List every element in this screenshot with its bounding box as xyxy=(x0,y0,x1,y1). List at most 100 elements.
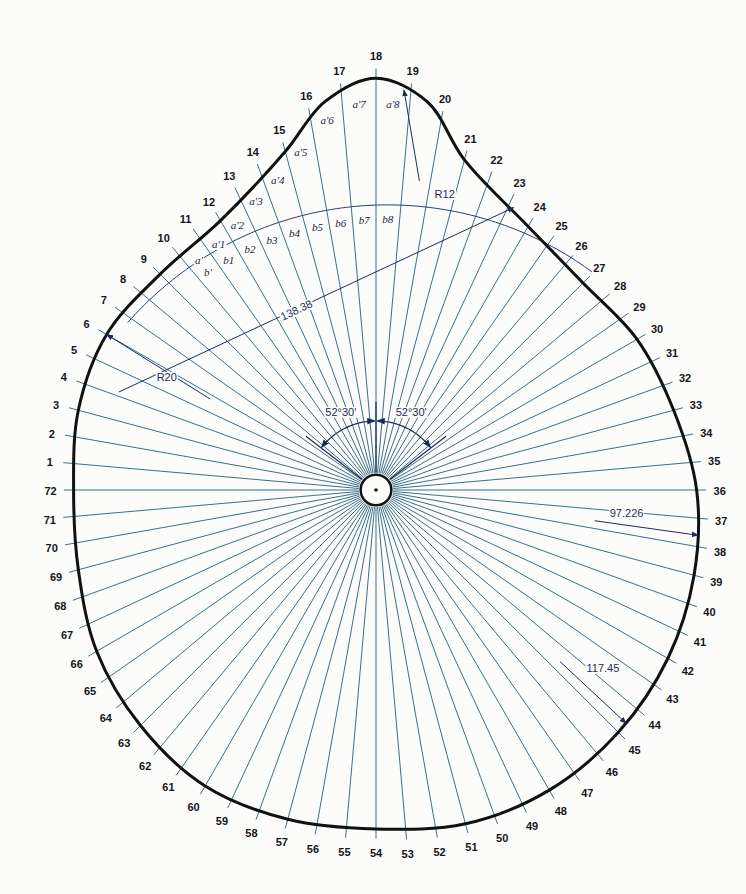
label-anchor: 65 xyxy=(83,682,97,698)
station-number: 17 xyxy=(332,66,346,77)
dimension-leaders xyxy=(107,90,698,723)
label-anchor: 45 xyxy=(628,741,642,757)
label-anchor: 1 xyxy=(46,453,54,469)
label-anchor: b' xyxy=(203,263,213,279)
angle-extension xyxy=(306,436,362,479)
station-number: 11 xyxy=(179,214,193,225)
station-number: 27 xyxy=(592,263,606,274)
profile-point-label: a'1 xyxy=(211,239,226,250)
label-anchor: 61 xyxy=(161,778,175,794)
station-line xyxy=(65,493,359,545)
station-line xyxy=(200,505,367,794)
station-line xyxy=(88,499,361,656)
station-number: 28 xyxy=(613,281,627,292)
profile-point-label: a'5 xyxy=(293,147,308,158)
label-anchor: a' xyxy=(194,251,204,267)
label-anchor: 28 xyxy=(613,277,627,293)
label-anchor: 68 xyxy=(53,597,67,613)
station-line xyxy=(193,229,366,476)
station-line xyxy=(393,462,701,489)
station-number: 35 xyxy=(707,456,721,467)
station-number: 50 xyxy=(495,833,509,844)
pitch-point-label: b3 xyxy=(266,235,279,246)
station-number: 40 xyxy=(702,607,716,618)
pitch-point-label: b6 xyxy=(334,218,347,229)
label-anchor: 70 xyxy=(45,539,59,555)
station-number: 9 xyxy=(140,254,148,265)
station-line xyxy=(309,108,373,473)
station-line xyxy=(379,111,443,473)
station-number: 56 xyxy=(306,844,320,855)
station-line xyxy=(386,236,554,476)
station-number: 30 xyxy=(650,324,664,335)
station-number: 31 xyxy=(665,348,679,359)
pitch-point-label: b1 xyxy=(222,255,235,266)
station-line xyxy=(387,503,603,761)
label-anchor: 52°30' xyxy=(395,403,428,419)
label-anchor: 4 xyxy=(60,368,68,384)
label-anchor: 42 xyxy=(681,662,695,678)
angle-dimension: 52°30' xyxy=(324,407,357,418)
radius-dimension: 117.45 xyxy=(586,663,621,674)
label-anchor: b6 xyxy=(334,214,347,230)
label-anchor: b7 xyxy=(358,211,371,227)
station-number: 47 xyxy=(580,788,594,799)
label-anchor: 53 xyxy=(401,845,415,861)
label-anchor: 29 xyxy=(632,298,646,314)
label-anchor: 48 xyxy=(554,802,568,818)
cam-profile xyxy=(74,78,699,829)
label-anchor: 7 xyxy=(100,291,108,307)
label-anchor: 46 xyxy=(605,763,619,779)
label-anchor: 23 xyxy=(512,174,526,190)
station-line xyxy=(63,492,359,518)
label-anchor: 72 xyxy=(43,482,57,498)
station-number: 51 xyxy=(464,842,478,853)
station-line xyxy=(393,493,707,548)
label-anchor: 47 xyxy=(580,784,594,800)
label-anchor: 16 xyxy=(299,87,313,103)
label-anchor: b1 xyxy=(222,251,235,267)
station-number: 64 xyxy=(99,713,113,724)
label-anchor: 15 xyxy=(272,121,286,137)
label-anchor: 60 xyxy=(186,798,200,814)
station-number: 71 xyxy=(43,515,57,526)
station-number: 69 xyxy=(49,572,63,583)
station-number: 32 xyxy=(678,373,692,384)
station-line xyxy=(176,504,366,775)
station-line xyxy=(235,188,369,475)
label-anchor: 52°30' xyxy=(324,403,357,419)
radius-dimension: R20 xyxy=(156,372,178,383)
station-number: 41 xyxy=(693,637,707,648)
label-anchor: a'3 xyxy=(248,192,263,208)
station-number: 23 xyxy=(512,178,526,189)
station-number: 16 xyxy=(299,91,313,102)
station-line xyxy=(383,506,526,813)
station-line xyxy=(64,490,359,491)
label-anchor: 39 xyxy=(709,573,723,589)
station-number: 67 xyxy=(60,630,74,641)
label-anchor: b5 xyxy=(311,218,324,234)
dimension-leader xyxy=(107,334,210,398)
station-line xyxy=(216,212,368,475)
station-number: 36 xyxy=(713,486,727,497)
label-anchor: 40 xyxy=(702,603,716,619)
station-line xyxy=(376,69,377,473)
station-number: 10 xyxy=(157,233,171,244)
station-number: 52 xyxy=(432,847,446,858)
station-line xyxy=(79,497,360,628)
station-number: 57 xyxy=(275,837,289,848)
label-anchor: 9 xyxy=(140,250,148,266)
station-line xyxy=(115,307,362,480)
label-anchor: 35 xyxy=(707,452,721,468)
station-line xyxy=(390,313,628,480)
label-anchor: 34 xyxy=(699,424,713,440)
station-number: 21 xyxy=(463,134,477,145)
label-anchor: 56 xyxy=(306,840,320,856)
station-number: 13 xyxy=(222,171,236,182)
station-line xyxy=(315,507,373,834)
station-line xyxy=(73,496,360,600)
label-anchor: 27 xyxy=(592,259,606,275)
station-number: 58 xyxy=(244,828,258,839)
station-number: 18 xyxy=(369,51,383,62)
